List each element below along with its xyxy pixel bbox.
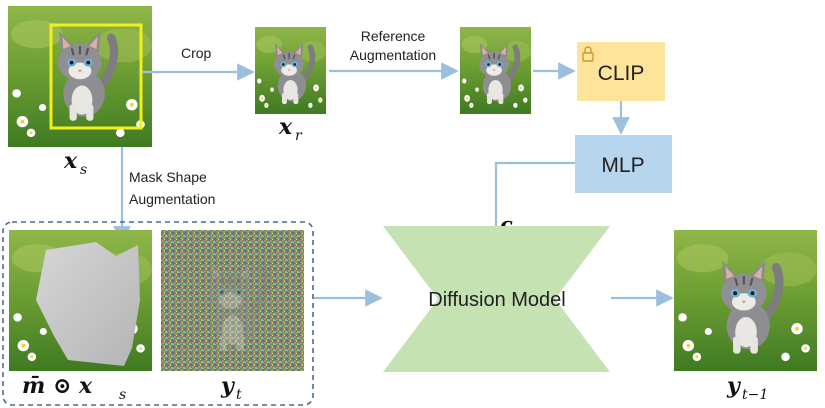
noisy-image-yt <box>161 230 304 371</box>
mlp-label: MLP <box>601 154 644 177</box>
label-xs: x s <box>63 148 87 178</box>
cropped-image-xr <box>255 27 326 114</box>
mlp-block <box>575 135 672 193</box>
svg-text:x: x <box>63 148 78 174</box>
svg-text:s: s <box>80 162 87 178</box>
svg-text:t−1: t−1 <box>742 387 768 403</box>
lock-icon <box>582 46 594 62</box>
crop-label: Crop <box>181 45 212 61</box>
svg-text:m̄ ⊙ x: m̄ ⊙ x <box>22 373 93 399</box>
source-image-xs <box>8 6 152 147</box>
input-group-box <box>2 221 314 406</box>
label-masked-xs: m̄ ⊙ x s <box>22 373 126 403</box>
output-image-yt-1 <box>674 230 817 371</box>
label-xr: x r <box>278 114 303 144</box>
mlp-to-diffusion-arrow <box>487 161 575 252</box>
svg-text:y: y <box>220 373 236 399</box>
reference-augmentation-label-line1: Reference <box>361 28 426 44</box>
svg-text:x: x <box>278 114 293 140</box>
mask-augmentation-label-line1: Mask Shape <box>129 169 207 185</box>
svg-text:t: t <box>236 387 242 403</box>
svg-text:r: r <box>295 128 303 144</box>
mask-shape <box>36 242 140 366</box>
svg-text:y: y <box>726 373 742 399</box>
label-yt-1: y t−1 <box>726 373 768 403</box>
diffusion-model-block <box>383 226 610 372</box>
mask-augmentation-label-line2: Augmentation <box>129 191 215 207</box>
masked-image <box>9 230 152 371</box>
diffusion-model-label: Diffusion Model <box>428 289 565 311</box>
svg-text:s: s <box>119 387 126 403</box>
clip-label: CLIP <box>598 62 645 85</box>
crop-box <box>49 23 143 130</box>
label-yt: y t <box>220 373 242 403</box>
augmented-reference-image <box>460 27 531 114</box>
reference-augmentation-label-line2: Augmentation <box>350 47 436 63</box>
